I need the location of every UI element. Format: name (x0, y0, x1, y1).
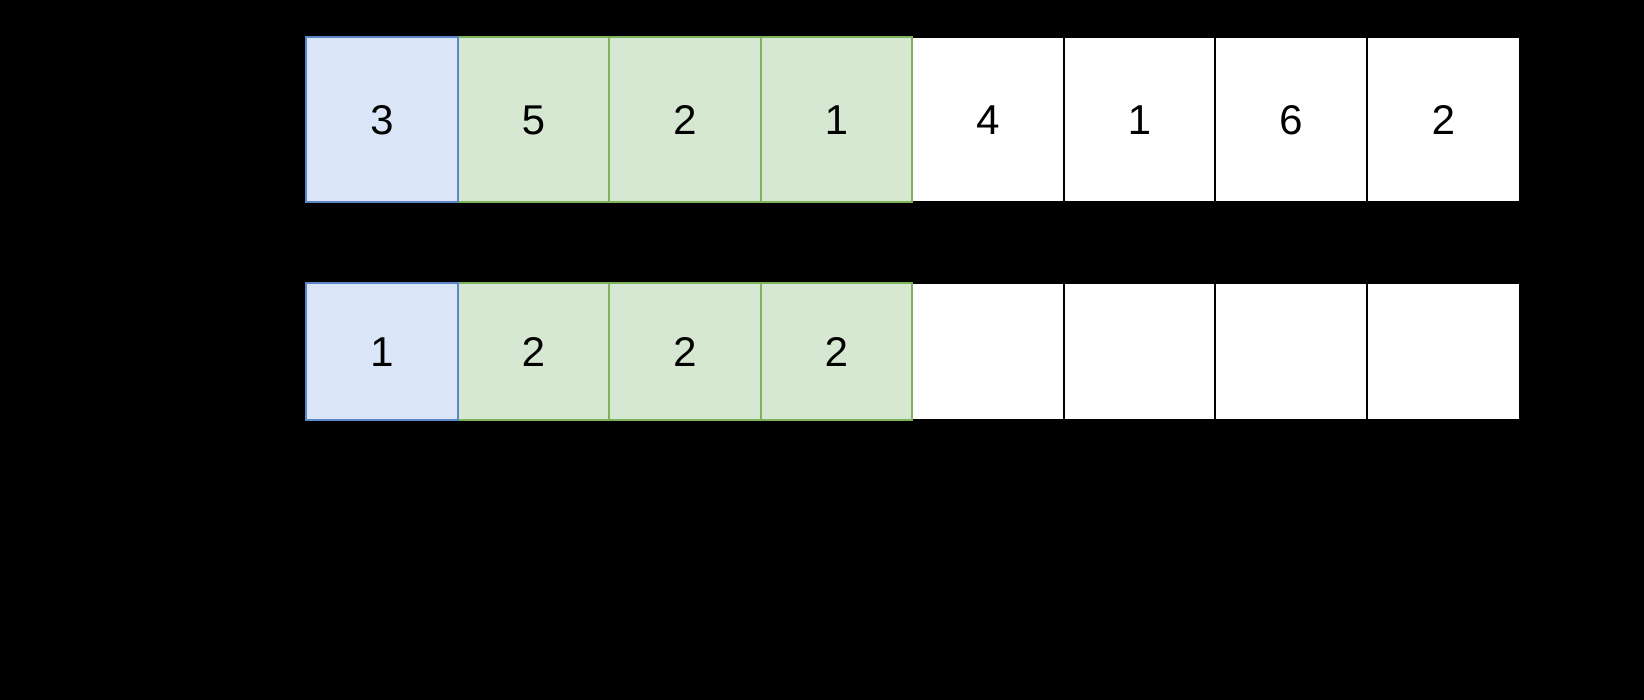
array-cell[interactable]: 2 (1365, 36, 1519, 203)
array-cell-value: 6 (1279, 95, 1303, 143)
array-cell[interactable]: 5 (456, 36, 610, 203)
array-cell-value: 2 (673, 327, 697, 375)
array-cell[interactable] (1214, 282, 1368, 421)
array-row-top-array: 3 5 2 1 4 1 6 2 (305, 36, 1519, 203)
array-cell-value: 1 (1127, 95, 1151, 143)
array-cell[interactable] (911, 282, 1065, 421)
array-cell[interactable]: 2 (456, 282, 610, 421)
array-cell-value: 4 (976, 95, 1000, 143)
array-cell[interactable]: 3 (305, 36, 459, 203)
array-cell-value: 2 (1431, 95, 1455, 143)
array-cell[interactable]: 2 (759, 282, 913, 421)
array-cell-value: 2 (521, 327, 545, 375)
array-cell[interactable]: 1 (1062, 36, 1216, 203)
array-cell-value: 1 (824, 95, 848, 143)
array-cell[interactable]: 1 (305, 282, 459, 421)
array-cell-value: 2 (673, 95, 697, 143)
array-cell-value: 5 (521, 95, 545, 143)
array-cell-value: 1 (370, 327, 394, 375)
array-cell[interactable]: 2 (608, 282, 762, 421)
array-cell[interactable] (1062, 282, 1216, 421)
array-cell[interactable]: 6 (1214, 36, 1368, 203)
array-cell-value: 2 (824, 327, 848, 375)
array-row-bottom-array: 1 2 2 2 (305, 282, 1519, 421)
array-cell[interactable]: 1 (759, 36, 913, 203)
array-cell-value: 3 (370, 95, 394, 143)
array-cell[interactable] (1365, 282, 1519, 421)
array-cell[interactable]: 2 (608, 36, 762, 203)
array-cell[interactable]: 4 (911, 36, 1065, 203)
